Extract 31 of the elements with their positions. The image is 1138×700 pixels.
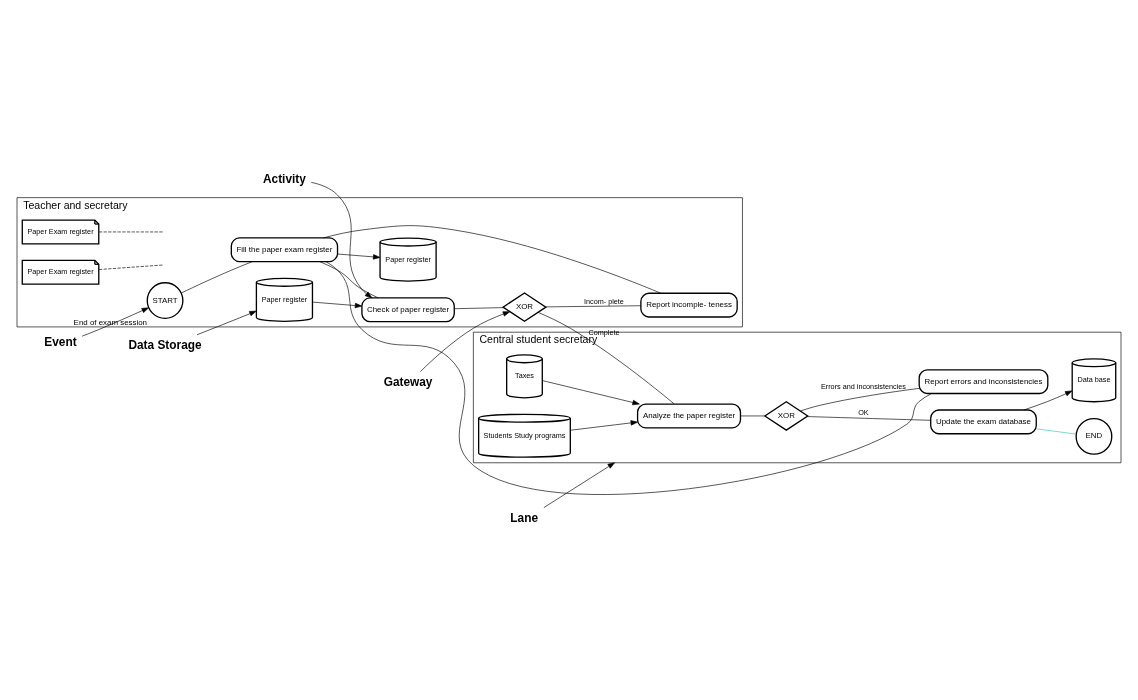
connector [325,261,932,495]
connector [545,305,642,308]
edge-label: Incom- plete [584,297,624,307]
connector [319,261,379,299]
arrow [570,420,638,431]
connector [180,261,253,294]
edge-label: OK [858,408,869,418]
arrow [310,182,373,299]
connector [323,225,662,294]
node-text: Event [44,335,77,350]
arrow [196,310,257,336]
node-text: Data Storage [128,337,202,352]
arrow [541,380,640,406]
arrow [81,307,149,337]
connector [740,415,765,417]
connector [98,231,164,233]
connector [98,264,164,270]
connector [800,388,920,412]
arrow [312,301,363,309]
arrow [420,311,511,372]
node-text: Lane [510,510,538,525]
arrow [543,462,615,508]
edge-label: Errors and inconsistencies [820,381,906,391]
connector [806,416,931,421]
node-text: Activity [262,171,306,186]
node-text: Gateway [383,374,433,389]
connector [537,312,675,405]
connector [454,307,504,310]
arrow [1023,390,1073,411]
connector [1036,428,1077,435]
arrow [337,253,381,260]
